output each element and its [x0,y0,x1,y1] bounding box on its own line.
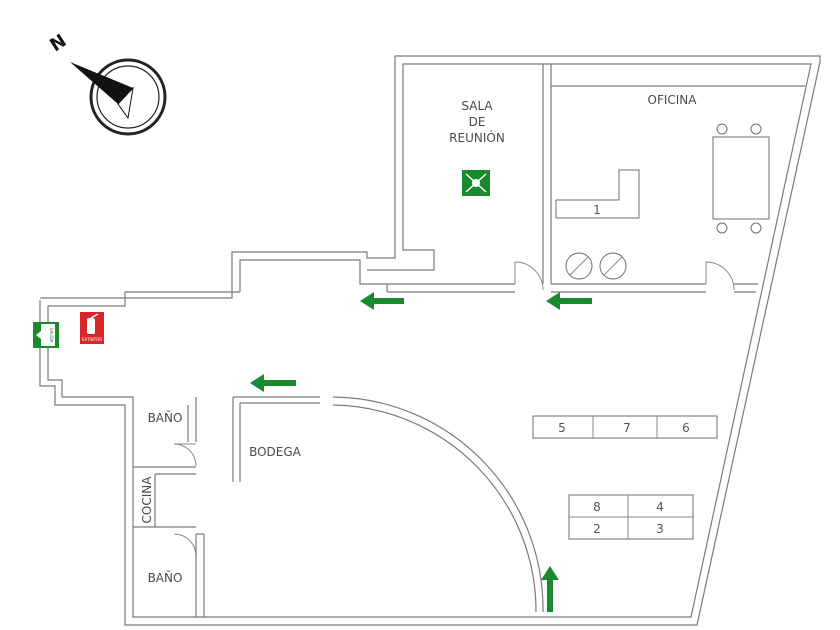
office-door [705,261,735,291]
room-label-bano-bottom: BAÑO [148,570,183,585]
walls [39,55,821,626]
workstation-row-a [532,415,718,439]
office-furniture: 1 [555,123,770,280]
emergency-assembly-icon [462,170,490,196]
room-labels: SALA DE REUNIÓN OFICINA BODEGA BAÑO BAÑO… [140,93,697,585]
workstation-7: 7 [623,421,631,435]
corridor-wall [239,259,388,292]
evacuation-arrow-left-icon [360,292,404,310]
chair-icon [716,123,728,135]
evacuation-arrow-left-icon [546,292,592,310]
inner-wall-line [47,63,812,618]
bathroom-bottom-door [173,533,197,557]
compass-needle-tail [117,86,134,120]
office-desk [555,169,640,219]
exit-sign-icon: SALIDA [33,322,59,348]
bodega-curved-wall [332,396,544,613]
workstation-2: 2 [593,522,601,536]
workstations: 5 7 6 8 4 2 3 [532,415,718,540]
fire-extinguisher-icon: EXTINTOR [80,312,104,344]
evacuation-arrow-left-icon [250,374,296,392]
workstation-6: 6 [682,421,690,435]
bodega-curved-wall-2 [332,404,537,613]
outer-wall [39,55,821,626]
exit-sign-text: SALIDA [49,328,54,343]
compass: N [46,30,167,136]
room-label-cocina: COCINA [140,476,154,524]
workstation-5: 5 [558,421,566,435]
compass-ring-icon [89,58,167,136]
workstation-8: 8 [593,500,601,514]
north-label: N [46,30,70,56]
compass-needle-icon [70,62,133,104]
room-label-bano-top: BAÑO [148,410,183,425]
evacuation-arrows [250,292,592,612]
room-label-sala-line2: DE [469,115,486,129]
workstation-3: 3 [656,522,664,536]
workstation-4: 4 [656,500,664,514]
meeting-room-door [514,261,544,291]
evacuation-arrow-up-icon [541,566,559,612]
room-label-oficina: OFICINA [648,93,698,107]
chair-icon [750,123,762,135]
office-desk-number: 1 [593,203,601,217]
extinguisher-sign-text: EXTINTOR [82,337,102,342]
corridor-wall-left [48,291,240,307]
meeting-table [712,136,770,220]
armchair-icon-line [569,256,589,276]
chair-icon [716,222,728,234]
room-label-sala-line3: REUNIÓN [449,130,505,145]
armchair-icon-line [603,256,623,276]
bathroom-top-door [173,443,197,467]
chair-icon [750,222,762,234]
compass-inner-ring [96,65,160,129]
room-label-bodega: BODEGA [249,445,302,459]
room-label-sala-line1: SALA [461,99,493,113]
